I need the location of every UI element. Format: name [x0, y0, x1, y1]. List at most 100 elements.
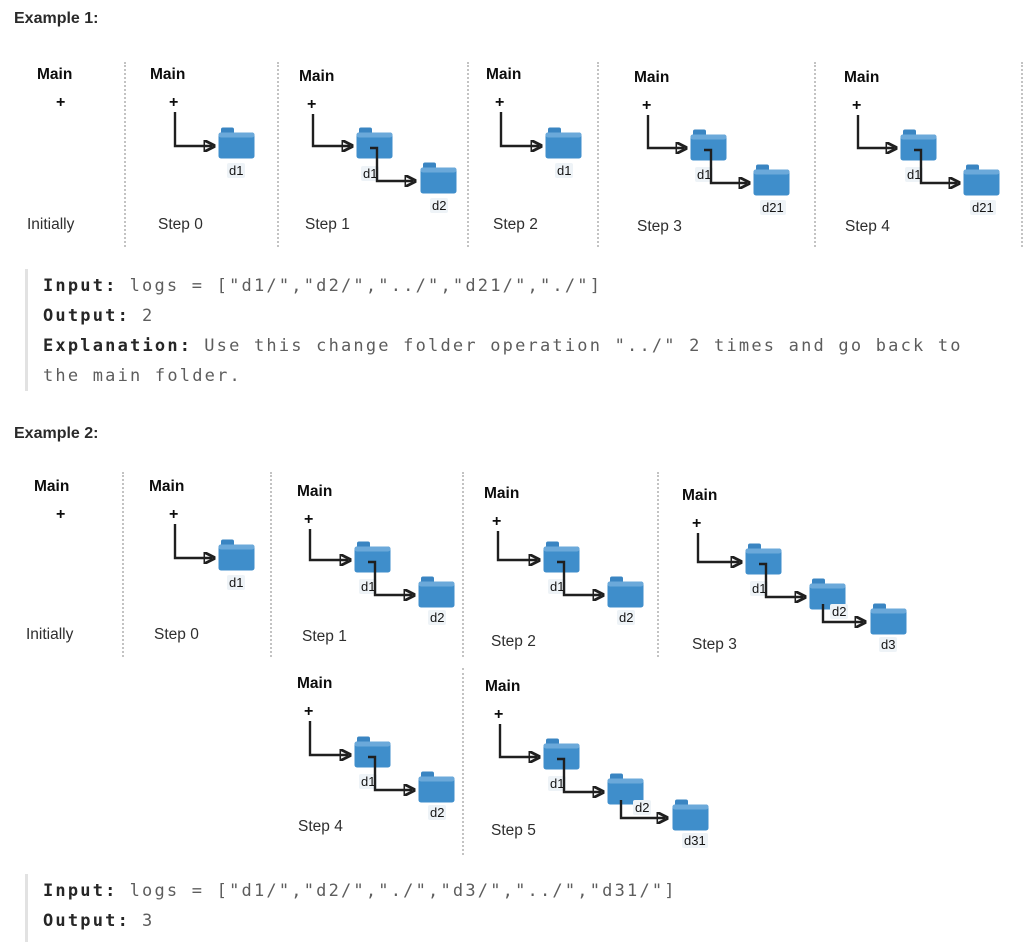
e2-step1-folder1-name: d1 [359, 579, 378, 594]
panel-separator [277, 62, 279, 247]
e2-step4-label: Step 4 [298, 818, 343, 835]
e2-step4-folder1-name: d1 [359, 774, 378, 789]
e1-step4-label: Step 4 [845, 218, 890, 235]
input-label: Input: [43, 276, 118, 296]
e1-step1-folder2-name: d2 [430, 198, 449, 213]
e2-step1-plus: + [304, 511, 314, 528]
panel-separator [124, 62, 126, 247]
input-value: logs = ["d1/","d2/","../","d21/","./"] [129, 276, 603, 296]
panel-separator [270, 472, 272, 657]
e2-step5-folder3-name: d31 [682, 833, 708, 848]
e2-step5-main-label: Main [485, 678, 521, 695]
e2-step4-plus: + [304, 703, 314, 720]
e2-step3-main-label: Main [682, 487, 718, 504]
folder-icon [672, 799, 709, 831]
folder-icon [418, 576, 455, 608]
folder-icon [607, 576, 644, 608]
e1-step0-main-label: Main [150, 66, 186, 83]
e1-step2-plus: + [495, 94, 505, 111]
folder-icon [963, 164, 1000, 196]
e1-step0-plus: + [169, 94, 179, 111]
arrow-e1-step4-main-d1 [856, 115, 894, 148]
folder-icon [356, 127, 393, 159]
e2-step0-main-label: Main [149, 478, 185, 495]
e2-step0-plus: + [169, 506, 179, 523]
panel-separator [462, 668, 464, 855]
folder-icon [545, 127, 582, 159]
e2-step0-label: Step 0 [154, 626, 199, 643]
e2-step5-folder1-name: d1 [548, 776, 567, 791]
e2-step3-label: Step 3 [692, 636, 737, 653]
e1-initially-label: Initially [27, 216, 75, 233]
e2-step1-label: Step 1 [302, 628, 347, 645]
e2-initially-label: Initially [26, 626, 74, 643]
e1-step4-folder1-name: d1 [905, 167, 924, 182]
example2-io-block: Input:logs = ["d1/","d2/","./","d3/","..… [25, 874, 970, 942]
example1-heading: Example 1: [14, 10, 99, 27]
e2-step5-label: Step 5 [491, 822, 536, 839]
e1-step4-plus: + [852, 97, 862, 114]
folder-icon [354, 541, 391, 573]
e2-step1-main-label: Main [297, 483, 333, 500]
example1-explanation-line: Explanation:Use this change folder opera… [43, 331, 970, 391]
e2-step2-plus: + [492, 513, 502, 530]
folder-icon [420, 162, 457, 194]
arrow-e2-step4-main-d1 [308, 721, 348, 755]
e1-step1-plus: + [307, 96, 317, 113]
arrow-e2-step0-main-d1 [173, 524, 212, 558]
e1-step2-main-label: Main [486, 66, 522, 83]
e2-step2-label: Step 2 [491, 633, 536, 650]
e2-step5-plus: + [494, 706, 504, 723]
e2-initially-main-label: Main [34, 478, 70, 495]
example2-heading: Example 2: [14, 425, 99, 442]
e2-step1-folder2-name: d2 [428, 610, 447, 625]
e2-step2-folder2-name: d2 [617, 610, 636, 625]
example1-output-line: Output:2 [43, 301, 970, 331]
output-label: Output: [43, 911, 131, 931]
folder-icon [218, 127, 255, 159]
folder-icon [418, 771, 455, 803]
input-label: Input: [43, 881, 118, 901]
e1-step0-label: Step 0 [158, 216, 203, 233]
e1-step1-label: Step 1 [305, 216, 350, 233]
panel-separator [122, 472, 124, 657]
arrow-e2-step5-main-d1 [498, 724, 537, 757]
example1-io-block: Input: logs = ["d1/","d2/","../","d21/","… [25, 269, 970, 391]
e2-step2-main-label: Main [484, 485, 520, 502]
panel-separator [462, 472, 464, 657]
e2-initially-plus: + [56, 506, 66, 523]
e1-step2-folder1-name: d1 [555, 163, 574, 178]
folder-icon [354, 736, 391, 768]
e1-step0-folder1-name: d1 [227, 163, 246, 178]
panel-separator [814, 62, 816, 247]
example2-output-line: Output:3 [43, 906, 970, 936]
e2-step4-folder2-name: d2 [428, 805, 447, 820]
output-value: 2 [142, 306, 155, 326]
e2-step5-folder2-name: d2 [633, 800, 652, 815]
e1-step4-folder2-name: d21 [970, 200, 996, 215]
e1-step1-folder1-name: d1 [361, 166, 380, 181]
e1-step2-label: Step 2 [493, 216, 538, 233]
folder-icon [543, 738, 580, 770]
arrow-e2-step2-main-d1 [496, 531, 537, 560]
e1-initially-plus: + [56, 94, 66, 111]
panel-separator [1021, 62, 1023, 247]
e2-step0-folder1-name: d1 [227, 575, 246, 590]
explanation-value: Use this change folder operation "../" 2… [43, 336, 963, 386]
e2-step3-folder1-name: d1 [750, 581, 769, 596]
e1-step3-plus: + [642, 97, 652, 114]
folder-icon [543, 541, 580, 573]
e2-step3-plus: + [692, 515, 702, 532]
e1-step4-main-label: Main [844, 69, 880, 86]
arrow-e1-step3-main-d1 [646, 115, 684, 148]
e1-step3-main-label: Main [634, 69, 670, 86]
panel-separator [657, 472, 659, 657]
folder-icon [870, 603, 907, 635]
e1-step3-folder2-name: d21 [760, 200, 786, 215]
e1-step1-main-label: Main [299, 68, 335, 85]
folder-icon [753, 164, 790, 196]
example2-input-line: Input:logs = ["d1/","d2/","./","d3/","..… [43, 876, 970, 906]
e1-initially-main-label: Main [37, 66, 73, 83]
e2-step4-main-label: Main [297, 675, 333, 692]
